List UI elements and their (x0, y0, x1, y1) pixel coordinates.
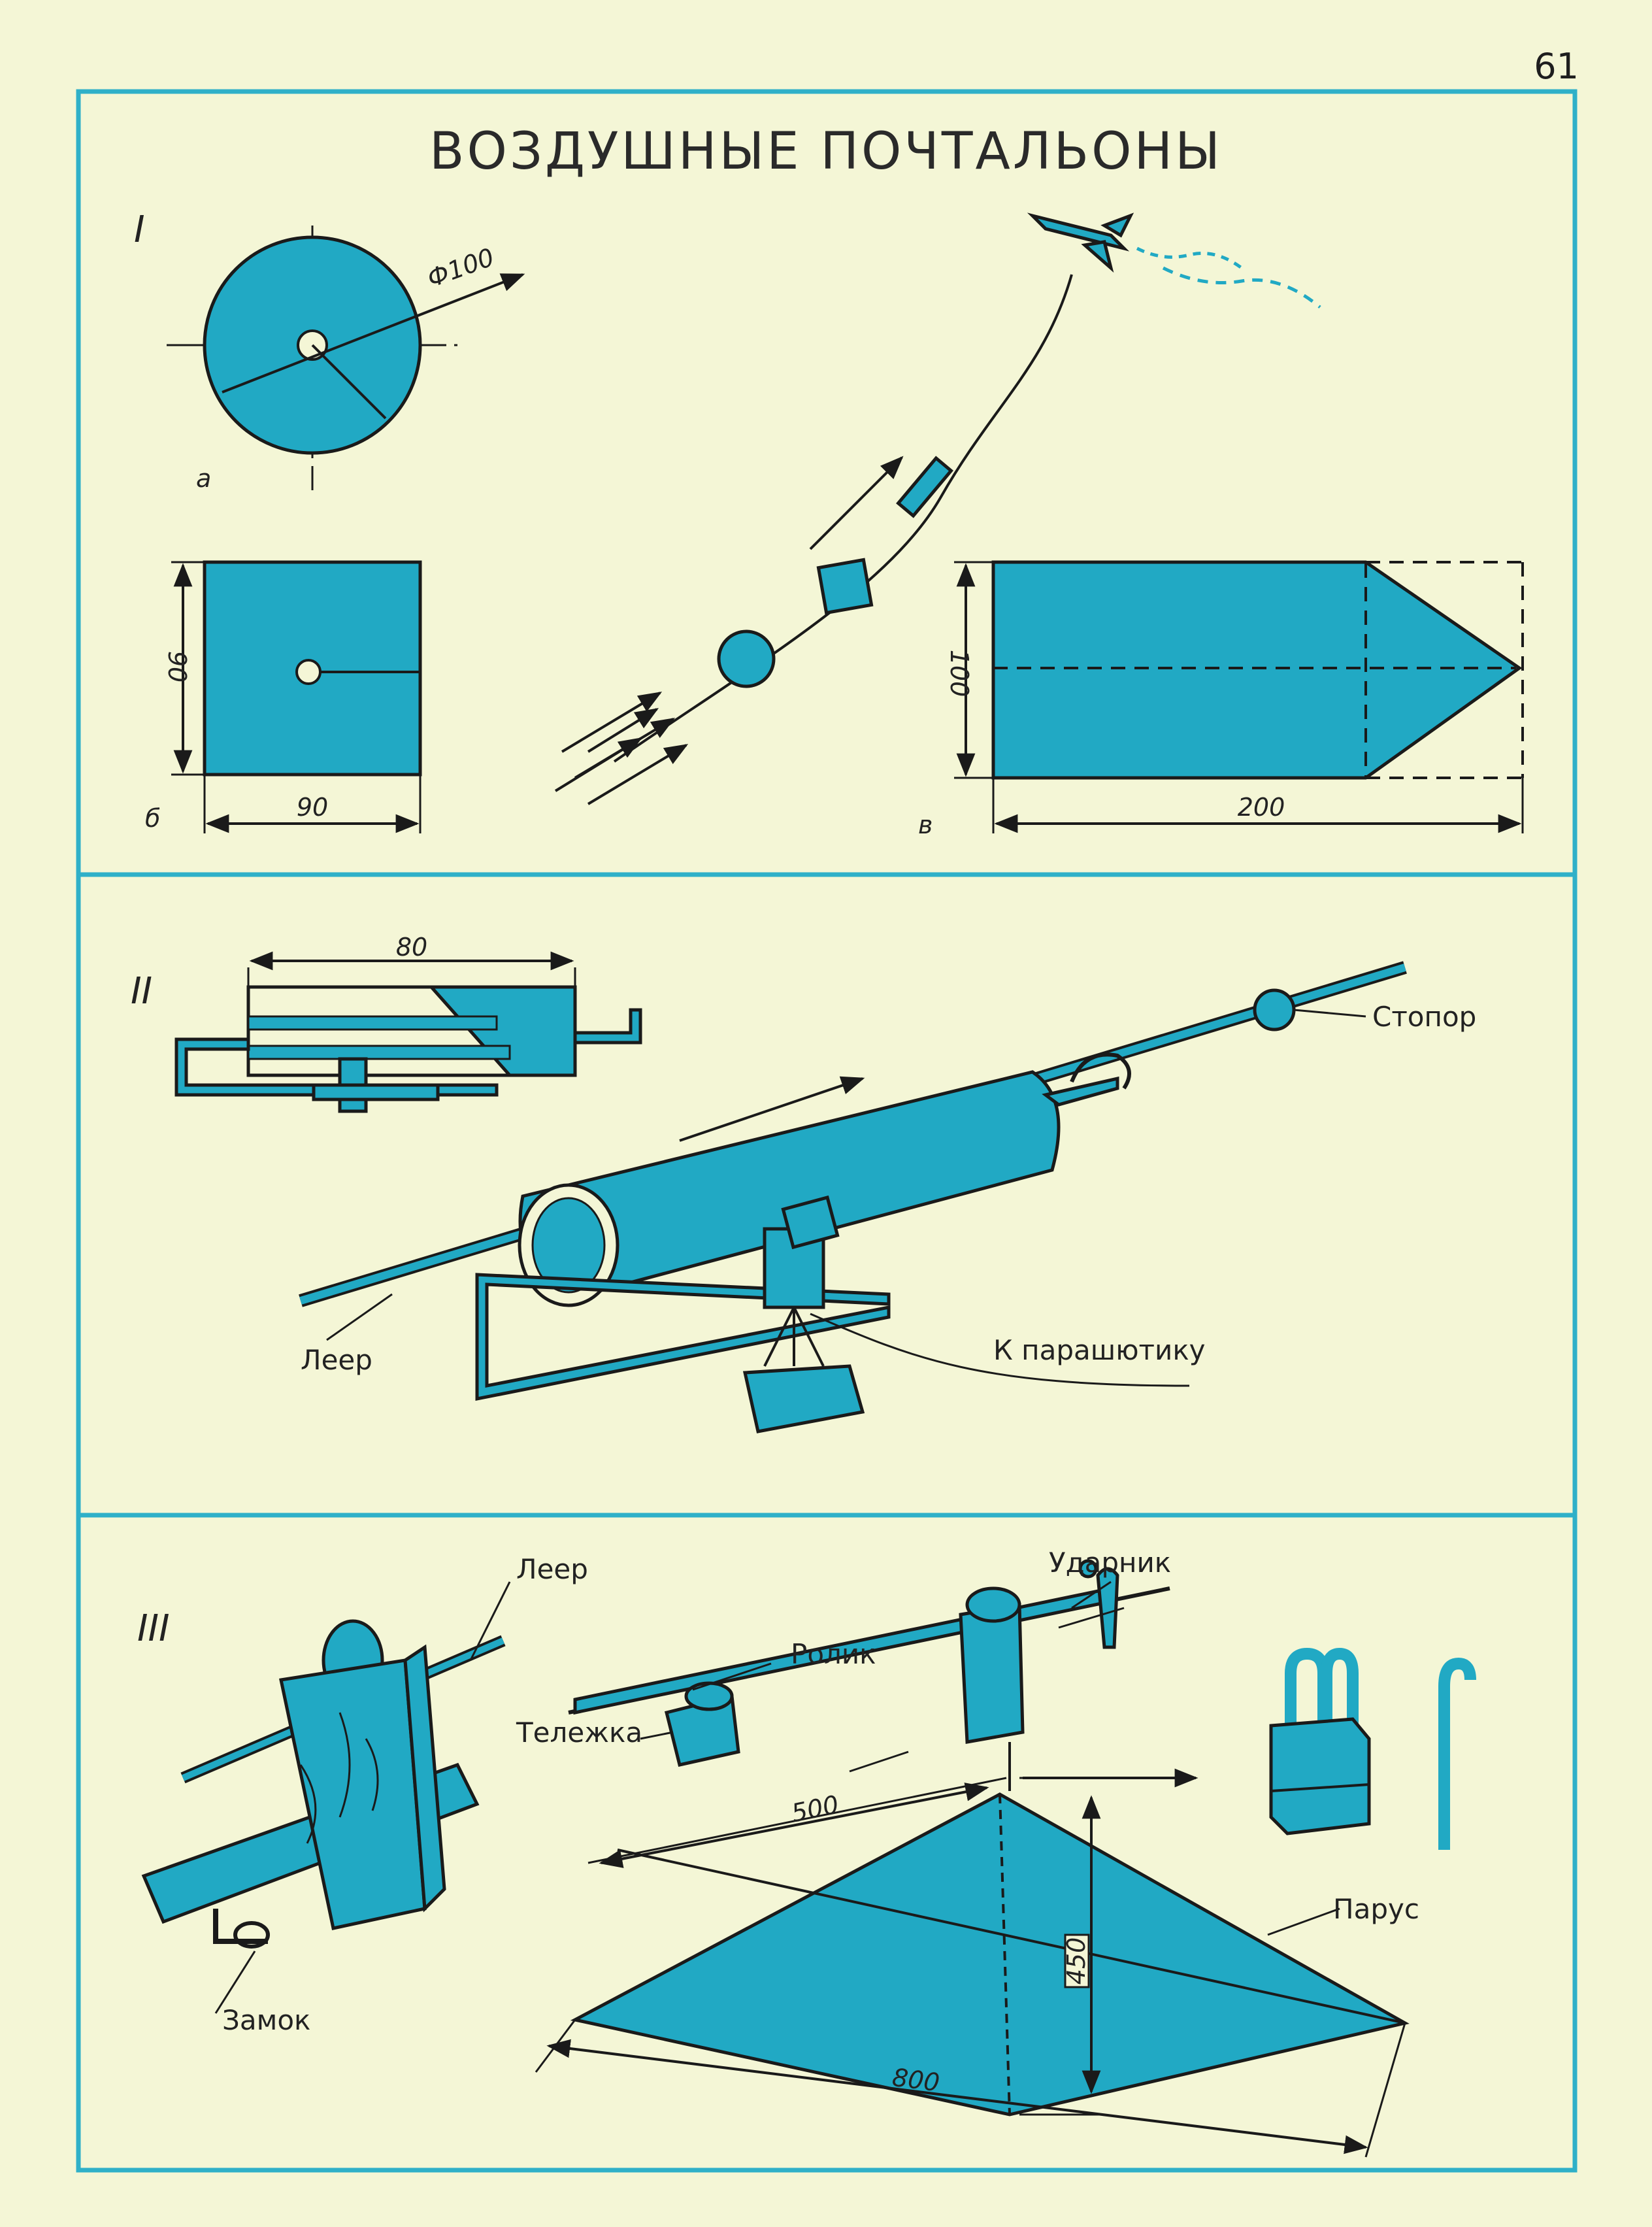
label-v: в (918, 811, 933, 839)
page-number: 61 (1534, 46, 1579, 87)
square-figure: 90 90 (163, 560, 422, 833)
dim-80: 80 (396, 933, 427, 962)
section-numeral-1: I (134, 209, 145, 251)
label-lock: Замок (222, 2004, 310, 2036)
label-a: а (196, 464, 211, 493)
rocket-icon (1027, 212, 1130, 252)
label-striker: Ударник (1049, 1547, 1171, 1579)
section-numeral-3: III (137, 1607, 170, 1650)
label-roller: Ролик (791, 1638, 876, 1670)
dim-500: 500 (789, 1790, 841, 1828)
disc-figure: Ф100 (167, 226, 525, 490)
dim-450: 450 (1062, 1937, 1091, 1985)
launcher-detail-figure: 80 (174, 933, 642, 1113)
label-line-3: Леер (516, 1553, 588, 1585)
label-stopper: Стопор (1372, 1001, 1476, 1033)
post-lock-figure (141, 1581, 511, 2014)
plate-frame (76, 89, 1578, 2173)
arrow-shape-figure: 100 200 (945, 560, 1524, 833)
section-numeral-2: II (131, 970, 152, 1013)
label-to-parachute: К парашютику (993, 1334, 1206, 1366)
dim-diameter: Ф100 (423, 243, 498, 293)
striker-detail-figure (1269, 1647, 1476, 1850)
dim-800: 800 (891, 2063, 941, 2098)
trolley-sail-figure: 500 450 800 (535, 1559, 1410, 2158)
label-trolley: Тележка (516, 1716, 642, 1749)
dim-shape-height: 100 (945, 650, 974, 697)
flight-line-figure (554, 212, 1321, 805)
page-title: ВОЗДУШНЫЕ ПОЧТАЛЬОНЫ (429, 122, 1223, 181)
dim-shape-width: 200 (1238, 793, 1285, 822)
label-b: б (145, 804, 160, 833)
dim-square-height: 90 (163, 651, 191, 682)
label-sail: Парус (1333, 1893, 1419, 1925)
dim-square-width: 90 (297, 793, 328, 822)
tube-carrier-figure (299, 961, 1407, 1433)
label-line-2: Леер (301, 1344, 372, 1376)
